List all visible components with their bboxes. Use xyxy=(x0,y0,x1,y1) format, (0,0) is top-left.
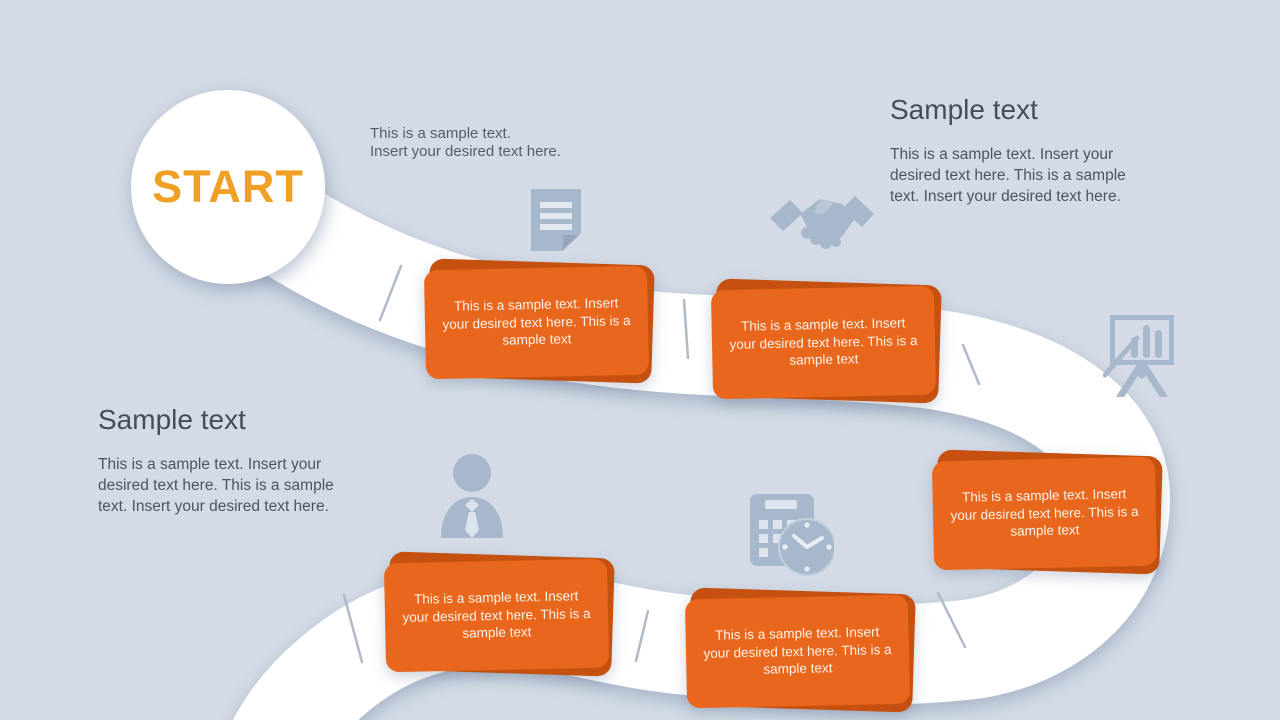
milestone-box-2-text: This is a sample text. Insert your desir… xyxy=(729,315,918,369)
milestone-box-5-text: This is a sample text. Insert your desir… xyxy=(703,624,892,678)
tick-6 xyxy=(936,591,967,649)
milestone-box-1-text: This is a sample text. Insert your desir… xyxy=(442,295,631,349)
person-icon xyxy=(438,452,506,538)
document-icon xyxy=(527,189,585,251)
milestone-box-3: This is a sample text. Insert your desir… xyxy=(931,449,1163,575)
tick-2 xyxy=(682,298,690,360)
milestone-box-3-text: This is a sample text. Insert your desir… xyxy=(950,486,1139,540)
milestone-box-2-face: This is a sample text. Insert your desir… xyxy=(710,285,937,400)
presentation-board-icon xyxy=(1102,313,1181,401)
heading-block-right: Sample text This is a sample text. Inser… xyxy=(890,94,1146,207)
milestone-box-1-face: This is a sample text. Insert your desir… xyxy=(423,265,650,380)
tick-3 xyxy=(961,343,981,386)
milestone-box-2: This is a sample text. Insert your desir… xyxy=(710,278,942,404)
top-note-line2: Insert your desired text here. xyxy=(370,143,561,160)
tick-1 xyxy=(378,264,403,322)
milestone-box-4-face: This is a sample text. Insert your desir… xyxy=(383,558,610,673)
tick-5 xyxy=(634,609,650,663)
heading-block-left: Sample text This is a sample text. Inser… xyxy=(98,404,356,517)
top-note-line1: This is a sample text. xyxy=(370,125,511,142)
top-note: This is a sample text. Insert your desir… xyxy=(370,125,561,161)
tick-4 xyxy=(342,593,364,664)
milestone-box-4: This is a sample text. Insert your desir… xyxy=(383,551,615,677)
start-label: START xyxy=(152,161,304,212)
handshake-icon xyxy=(770,192,874,252)
start-circle xyxy=(131,90,325,284)
milestone-box-4-text: This is a sample text. Insert your desir… xyxy=(402,588,591,642)
milestone-ticks xyxy=(342,264,981,664)
milestone-box-5: This is a sample text. Insert your desir… xyxy=(684,587,916,713)
heading-left-title: Sample text xyxy=(98,404,246,435)
milestone-box-3-face: This is a sample text. Insert your desir… xyxy=(931,456,1158,571)
heading-right-title: Sample text xyxy=(890,94,1038,125)
heading-right-body: This is a sample text. Insert your desir… xyxy=(890,146,1126,205)
milestone-box-5-face: This is a sample text. Insert your desir… xyxy=(684,594,911,709)
heading-left-body: This is a sample text. Insert your desir… xyxy=(98,456,334,515)
milestone-box-1: This is a sample text. Insert your desir… xyxy=(423,258,655,384)
calendar-clock-icon xyxy=(750,490,836,578)
